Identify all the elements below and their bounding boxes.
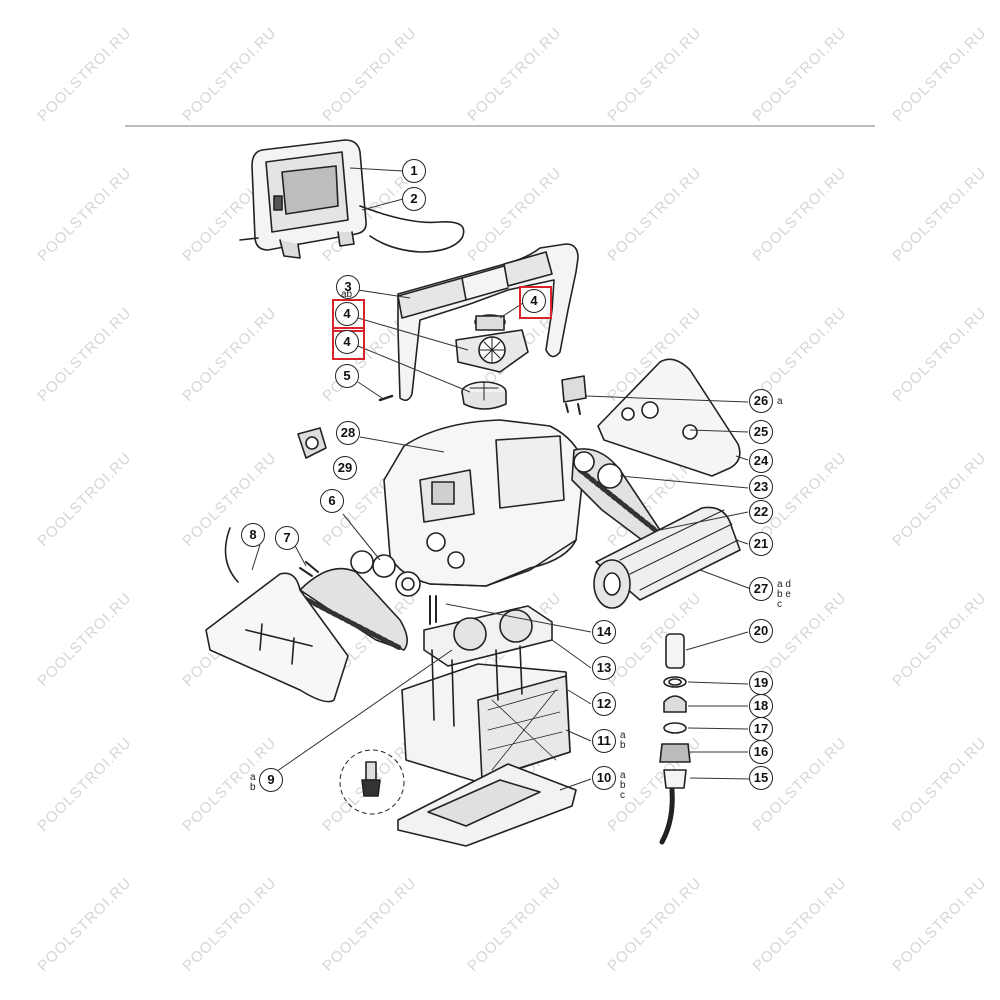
side-plate bbox=[205, 527, 349, 703]
callout-10[interactable]: 10 bbox=[592, 766, 616, 790]
callout-29[interactable]: 29 bbox=[333, 456, 357, 480]
callout-27[interactable]: 27 bbox=[749, 577, 773, 601]
callout-25[interactable]: 25 bbox=[749, 420, 773, 444]
callout-23[interactable]: 23 bbox=[749, 475, 773, 499]
power-cable bbox=[359, 205, 465, 253]
handle-assembly bbox=[397, 243, 579, 402]
callout-2[interactable]: 2 bbox=[402, 187, 426, 211]
highlight-box bbox=[332, 327, 365, 360]
swivel-kit bbox=[659, 633, 691, 845]
filter-basket bbox=[401, 645, 571, 783]
callout-26-suffix: a bbox=[777, 396, 783, 407]
callout-4-middle[interactable]: 4 bbox=[335, 302, 359, 326]
right-drive-track bbox=[571, 448, 663, 547]
callout-17[interactable]: 17 bbox=[749, 717, 773, 741]
brush-roller bbox=[593, 506, 741, 609]
callout-24[interactable]: 24 bbox=[749, 449, 773, 473]
left-drive-track bbox=[293, 550, 421, 651]
callout-21[interactable]: 21 bbox=[749, 532, 773, 556]
power-supply-unit bbox=[251, 139, 367, 259]
callout-11-suffix: a b bbox=[620, 730, 626, 751]
callout-9-suffix: a b bbox=[250, 772, 256, 793]
callout-11[interactable]: 11 bbox=[592, 729, 616, 753]
impeller-parts bbox=[455, 314, 529, 410]
right-side-plate bbox=[561, 358, 741, 477]
callout-22[interactable]: 22 bbox=[749, 500, 773, 524]
top-divider-line bbox=[125, 125, 875, 127]
callout-13[interactable]: 13 bbox=[592, 656, 616, 680]
filter-frame bbox=[423, 595, 553, 667]
robot-main-body bbox=[383, 419, 585, 587]
callout-12[interactable]: 12 bbox=[592, 692, 616, 716]
fastener-screw bbox=[299, 561, 319, 577]
callout-9[interactable]: 9 bbox=[259, 768, 283, 792]
callout-8[interactable]: 8 bbox=[241, 523, 265, 547]
callout-27-suffix: a d b e c bbox=[777, 579, 791, 610]
callout-4-top[interactable]: 4 bbox=[522, 289, 546, 313]
callout-10-suffix: a b c bbox=[620, 770, 626, 801]
callout-15[interactable]: 15 bbox=[749, 766, 773, 790]
callout-5[interactable]: 5 bbox=[335, 364, 359, 388]
swivel-part bbox=[297, 427, 327, 459]
callout-7[interactable]: 7 bbox=[275, 526, 299, 550]
callout-14[interactable]: 14 bbox=[592, 620, 616, 644]
highlight-box bbox=[519, 286, 552, 319]
callout-3[interactable]: 3 bbox=[336, 275, 360, 299]
callout-3-suffix: ab bbox=[341, 289, 353, 300]
callout-18[interactable]: 18 bbox=[749, 694, 773, 718]
callout-6[interactable]: 6 bbox=[320, 489, 344, 513]
callout-28[interactable]: 28 bbox=[336, 421, 360, 445]
valve-detail bbox=[339, 749, 405, 815]
callout-16[interactable]: 16 bbox=[749, 740, 773, 764]
callout-1[interactable]: 1 bbox=[402, 159, 426, 183]
bottom-plate bbox=[397, 763, 577, 847]
callout-26[interactable]: 26 bbox=[749, 389, 773, 413]
callout-4-bottom[interactable]: 4 bbox=[335, 330, 359, 354]
callout-20[interactable]: 20 bbox=[749, 619, 773, 643]
screw bbox=[378, 394, 394, 402]
callout-19[interactable]: 19 bbox=[749, 671, 773, 695]
